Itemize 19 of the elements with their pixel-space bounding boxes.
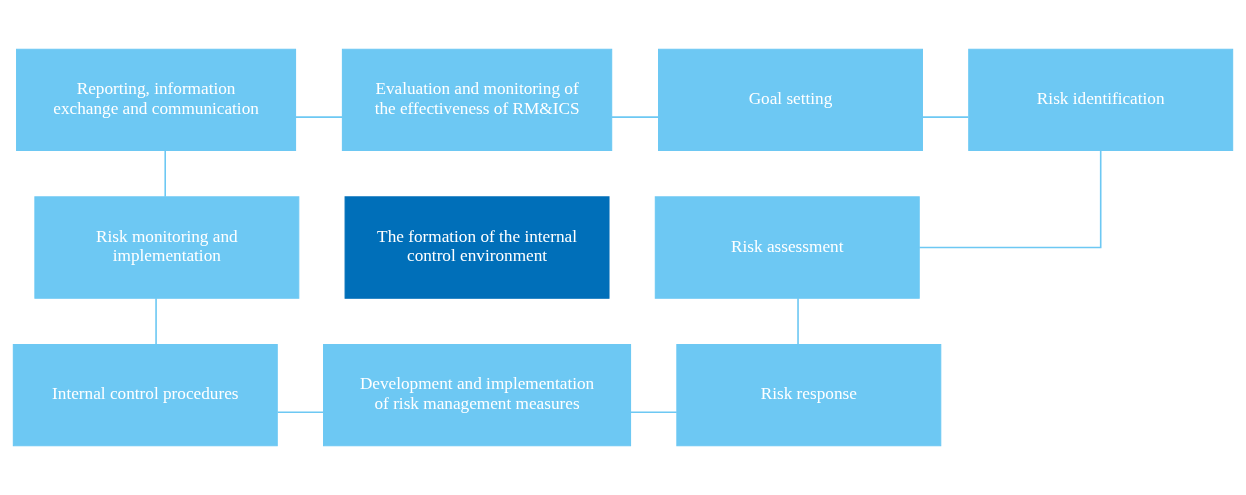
node-box: Risk response (676, 343, 942, 447)
node-box: Risk monitoring and implementation (34, 196, 300, 299)
connector (611, 116, 660, 118)
node-box: Evaluation and monitoring of the effectiveness of RM&ICS (341, 48, 613, 152)
connector (921, 116, 970, 118)
connector (295, 116, 344, 118)
node-box: Goal setting (658, 48, 923, 152)
node-box: Risk identification (968, 48, 1234, 152)
connector (164, 150, 167, 198)
node-box: Internal control procedures (12, 343, 278, 447)
node-box: Reporting, information exchange and communication (16, 48, 297, 152)
node-box: The formation of the internal control environment (344, 196, 610, 299)
node-box: Development and implementation of risk management measures (323, 343, 632, 447)
connector (918, 149, 1102, 249)
connector (797, 297, 799, 345)
connector (276, 411, 325, 414)
connector (155, 297, 157, 346)
connector (629, 411, 678, 414)
node-box: Risk assessment (654, 196, 920, 299)
